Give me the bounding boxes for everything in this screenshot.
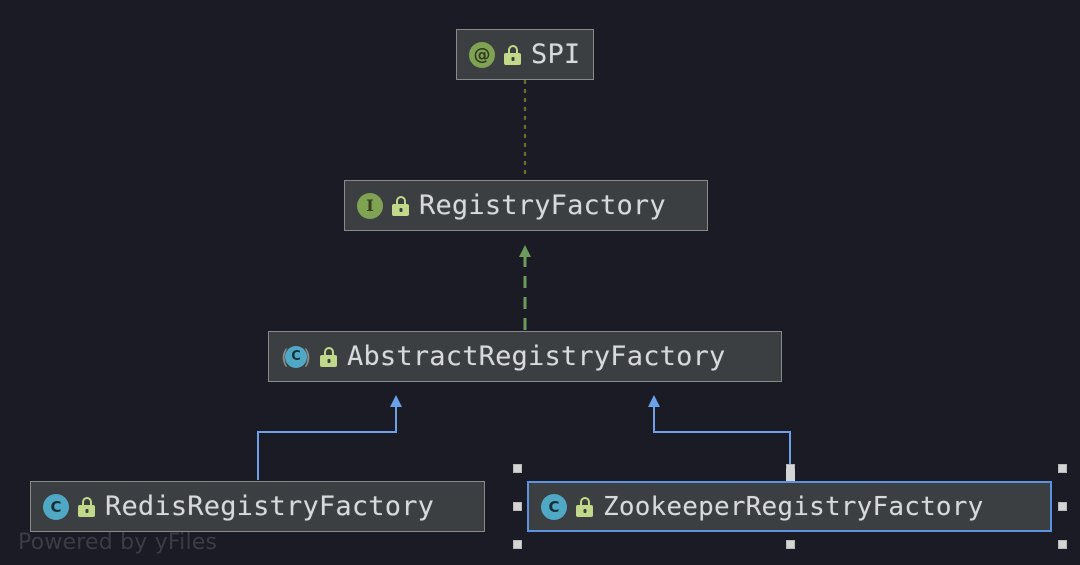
lock-icon	[78, 496, 95, 517]
node-redis-registry-factory[interactable]: C RedisRegistryFactory	[30, 481, 485, 532]
node-label-zookeeper-registry-factory: ZookeeperRegistryFactory	[603, 491, 984, 522]
class-c-icon: C	[43, 493, 69, 520]
abstract-class-glyph: C	[285, 345, 307, 368]
node-zookeeper-registry-factory[interactable]: C ZookeeperRegistryFactory	[527, 481, 1052, 532]
selection-handle-bottom-right[interactable]	[1058, 540, 1067, 549]
selection-handle-top-right[interactable]	[1058, 464, 1067, 473]
node-label-spi: SPI	[531, 39, 581, 70]
selection-handle-top-left[interactable]	[513, 464, 522, 473]
lock-icon	[504, 44, 521, 65]
lock-icon	[392, 195, 409, 216]
selection-handle-bottom-center[interactable]	[786, 540, 795, 549]
selection-handle-middle-right[interactable]	[1058, 502, 1067, 511]
edge-port-handle[interactable]	[786, 469, 795, 481]
node-spi[interactable]: @ SPI	[456, 29, 594, 80]
lock-icon	[320, 346, 337, 367]
node-abstract-registry-factory[interactable]: ( C ) AbstractRegistryFactory	[268, 331, 782, 382]
node-label-abstract-registry-factory: AbstractRegistryFactory	[347, 341, 726, 372]
lock-icon	[576, 496, 593, 517]
selection-handle-middle-left[interactable]	[513, 502, 522, 511]
abstract-class-c-icon: ( C )	[281, 344, 311, 370]
edge-redis-to-abstract[interactable]	[257, 395, 402, 480]
class-c-icon: C	[541, 493, 567, 520]
annotation-at-icon: @	[469, 41, 495, 68]
selection-handle-bottom-left[interactable]	[513, 540, 522, 549]
yfiles-watermark: Powered by yFiles	[18, 530, 218, 555]
edge-zookeeper-to-abstract[interactable]	[648, 395, 791, 480]
interface-i-icon: I	[357, 192, 383, 219]
node-label-registry-factory: RegistryFactory	[419, 190, 666, 221]
node-label-redis-registry-factory: RedisRegistryFactory	[105, 491, 435, 522]
node-registry-factory[interactable]: I RegistryFactory	[344, 180, 708, 231]
